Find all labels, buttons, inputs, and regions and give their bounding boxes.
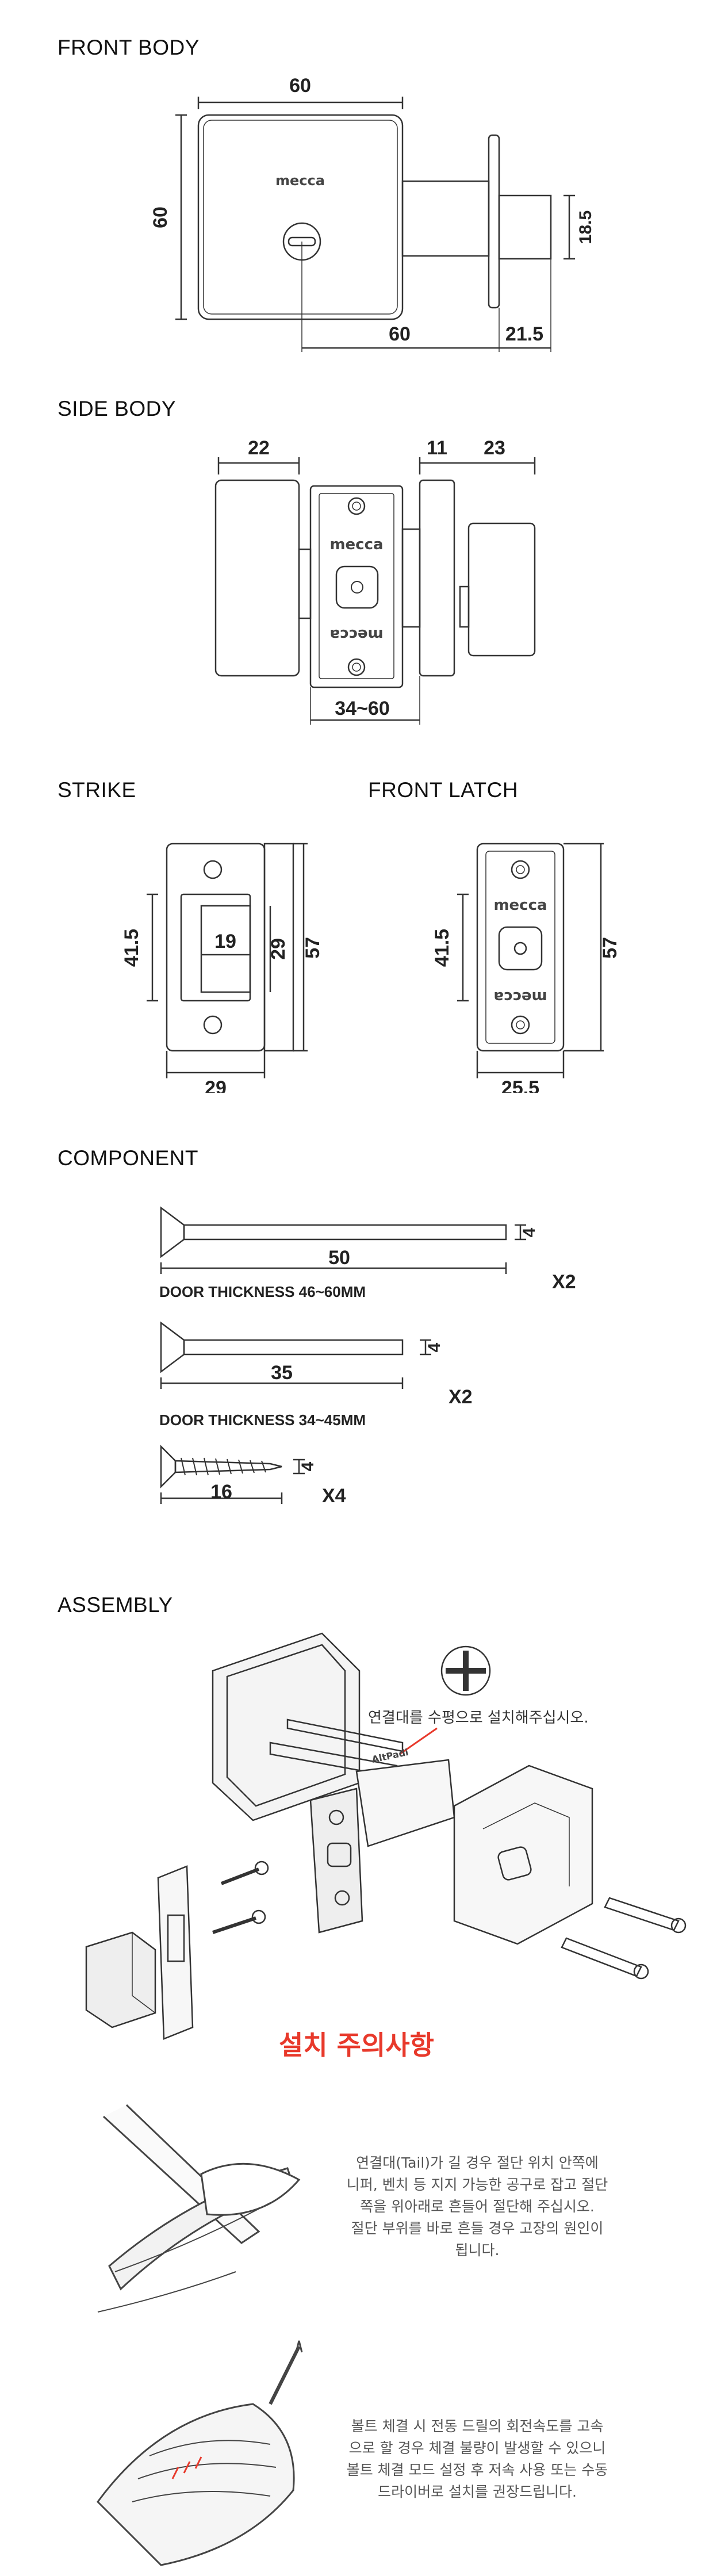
strike-width-dim: 29 — [205, 1077, 227, 1093]
latch-logo-top: mecca — [493, 897, 547, 914]
strike-total-height-dim: 57 — [302, 937, 324, 959]
bolt-length-dim: 21.5 — [505, 323, 543, 345]
drill-note-line-3: 볼트 체결 모드 설정 후 저속 사용 또는 수동 — [346, 2462, 608, 2478]
screw3-qty: X4 — [322, 1485, 346, 1507]
drill-note-line-2: 으로 할 경우 체결 불량이 발생할 수 있으니 — [348, 2440, 606, 2456]
screw3-diameter: 4 — [298, 1461, 317, 1471]
nipper-note: 연결대(Tail)가 길 경우 절단 위치 안쪽에 니퍼, 벤치 등 지지 가능… — [322, 2152, 632, 2261]
front-latch-title: FRONT LATCH — [368, 778, 519, 802]
nipper-note-line-2: 니퍼, 벤치 등 지지 가능한 공구로 잡고 절단 — [346, 2176, 608, 2193]
assembly-title: ASSEMBLY — [57, 1593, 173, 1617]
drill-note-line-1: 볼트 체결 시 전동 드릴의 회전속도를 고속 — [351, 2418, 604, 2435]
strike-drawing: 41.5 19 29 57 29 — [121, 843, 324, 1093]
door-thickness-dim: 34~60 — [335, 698, 390, 719]
latch-logo-bottom: mecca — [493, 988, 547, 1005]
latch-total-height-dim: 57 — [599, 937, 621, 959]
front-latch-drawing: 41.5 57 25.5 mecca mecca — [431, 843, 621, 1093]
screw2-qty: X2 — [448, 1386, 473, 1408]
side-logo-top: mecca — [329, 536, 383, 553]
front-body-title: FRONT BODY — [57, 36, 200, 59]
backset-dim: 60 — [389, 323, 411, 345]
screw1-length: 50 — [328, 1247, 350, 1269]
screw1-qty: X2 — [552, 1271, 576, 1293]
nipper-note-line-5: 됩니다. — [455, 2242, 500, 2259]
component-drawing: 50 4 X2 DOOR THICKNESS 46~60MM 35 4 X2 D… — [159, 1206, 576, 1507]
side-mid-dim: 11 — [427, 437, 447, 459]
drill-note: 볼트 체결 시 전동 드릴의 회전속도를 고속 으로 할 경우 체결 불량이 발… — [322, 2416, 632, 2503]
screw2-caption: DOOR THICKNESS 34~45MM — [159, 1411, 366, 1429]
drill-note-line-4: 드라이버로 설치를 권장드립니다. — [378, 2483, 577, 2500]
latch-width-dim: 25.5 — [501, 1077, 539, 1093]
front-body-drawing: 60 60 18.5 60 21.5 mecca — [150, 75, 595, 352]
component-title: COMPONENT — [57, 1146, 198, 1170]
brand-logo: mecca — [275, 173, 325, 189]
tail-instruction: 연결대를 수평으로 설치해주십시오. — [368, 1709, 589, 1727]
side-left-dim: 22 — [248, 437, 270, 459]
screw2-diameter: 4 — [425, 1342, 444, 1352]
screw3-length: 16 — [210, 1481, 232, 1503]
assembly-drawing: AltPadi 연결대를 수평으로 설치해주십시오. — [85, 1632, 687, 2040]
screw2-length: 35 — [271, 1362, 293, 1384]
front-width-dim: 60 — [289, 75, 311, 97]
latch-height-dim: 41.5 — [431, 929, 453, 967]
nipper-note-line-4: 절단 부위를 바로 흔들 경우 고장의 원인이 — [351, 2220, 604, 2237]
nipper-note-line-3: 쪽을 위아래로 흔들어 절단해 주십시오. — [360, 2198, 595, 2215]
bolt-height-dim: 18.5 — [576, 210, 595, 244]
side-logo-bottom: mecca — [329, 626, 383, 643]
screw1-diameter: 4 — [520, 1227, 539, 1237]
front-height-dim: 60 — [150, 206, 171, 228]
side-body-title: SIDE BODY — [57, 397, 176, 420]
strike-title: STRIKE — [57, 778, 136, 802]
strike-inner-width-dim: 19 — [214, 931, 236, 952]
warning-title: 설치 주의사항 — [279, 2030, 434, 2061]
strike-inner-height-dim: 29 — [267, 938, 289, 960]
screw1-caption: DOOR THICKNESS 46~60MM — [159, 1283, 366, 1300]
nipper-note-line-1: 연결대(Tail)가 길 경우 절단 위치 안쪽에 — [356, 2154, 599, 2171]
strike-height-dim: 41.5 — [121, 929, 143, 967]
side-body-drawing: 22 11 23 34~60 mecca mecca — [214, 437, 536, 725]
side-right-dim: 23 — [484, 437, 505, 459]
